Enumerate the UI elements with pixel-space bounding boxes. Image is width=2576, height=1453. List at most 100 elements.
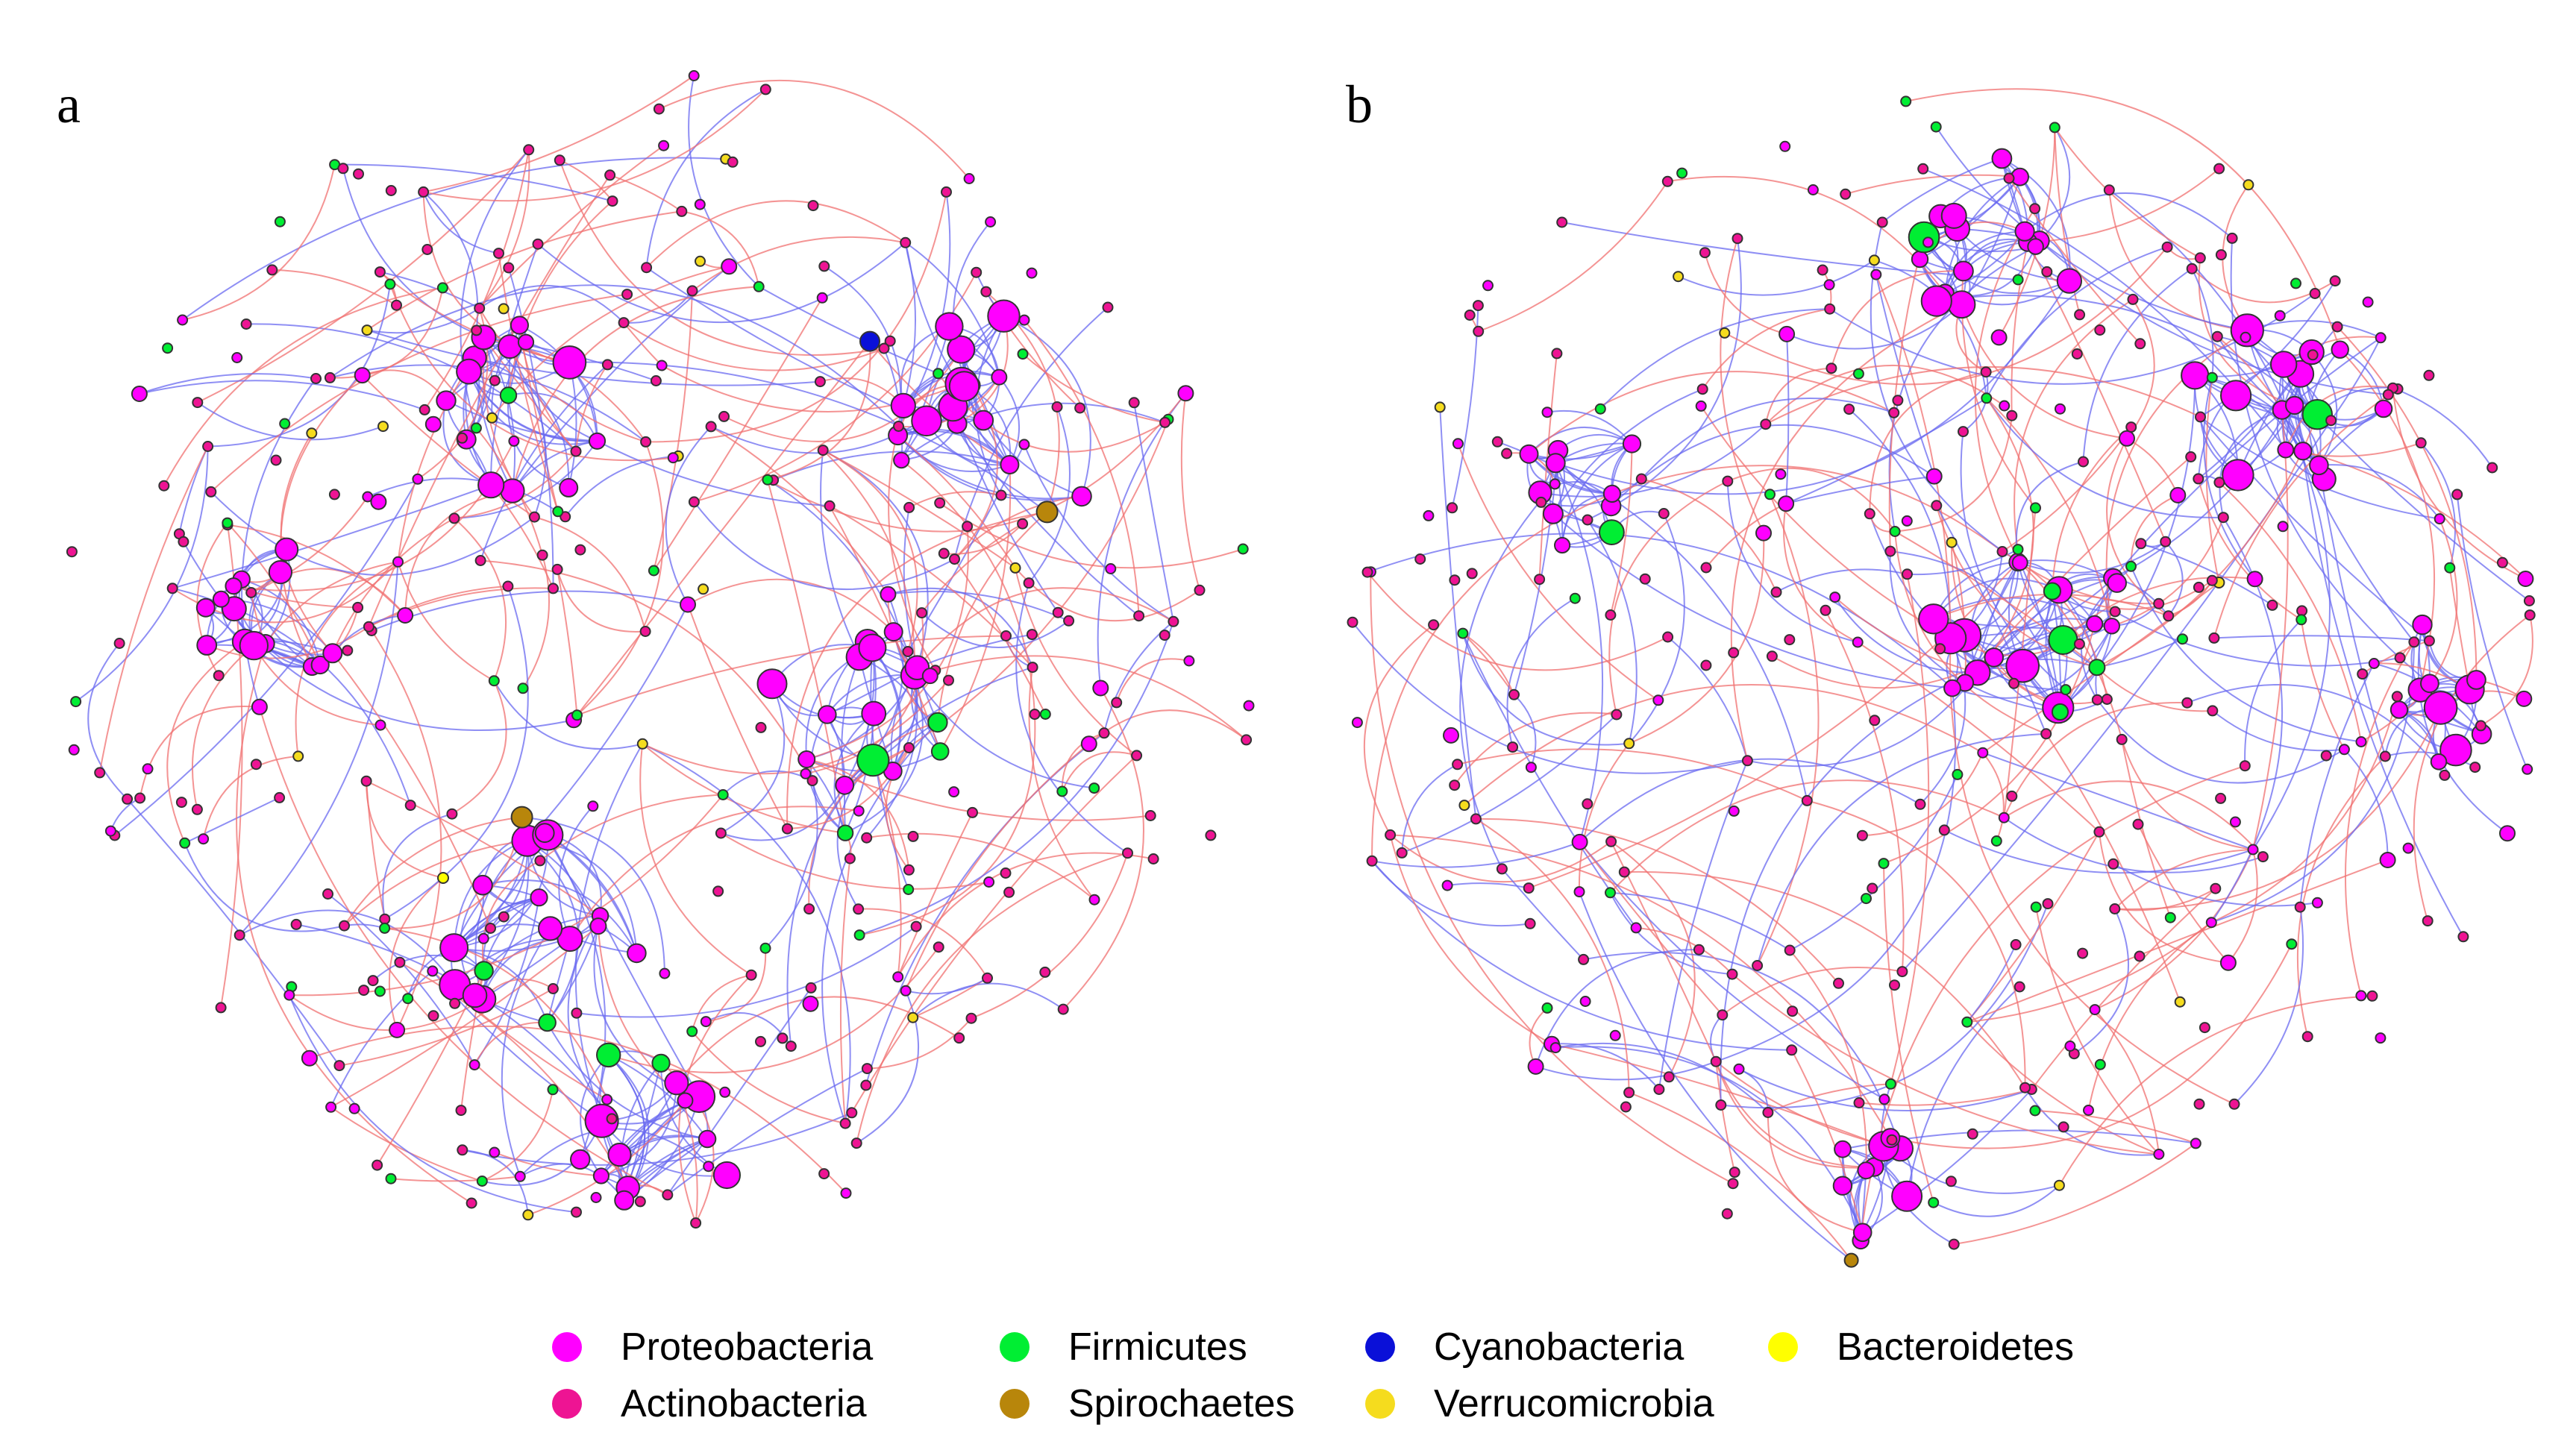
network-node xyxy=(418,186,430,198)
network-node xyxy=(2160,536,2172,547)
network-edge xyxy=(251,496,369,594)
network-node xyxy=(231,352,243,363)
network-node xyxy=(588,432,607,450)
network-node xyxy=(941,186,952,198)
network-edge xyxy=(2126,298,2155,439)
network-node xyxy=(1622,434,1642,454)
network-edge xyxy=(1561,492,1612,546)
network-node xyxy=(2240,331,2251,343)
network-node xyxy=(1889,979,1900,991)
network-edge xyxy=(1578,743,1630,892)
network-node xyxy=(2394,652,2406,664)
network-node xyxy=(1948,1238,1960,1250)
network-node xyxy=(1762,1107,1774,1118)
network-edge xyxy=(288,994,577,1214)
network-edge xyxy=(844,675,924,834)
network-edge xyxy=(98,446,209,773)
network-edge xyxy=(1977,398,2034,674)
network-node xyxy=(745,969,757,981)
network-edge xyxy=(2003,817,2263,873)
network-node xyxy=(1823,279,1835,291)
network-node xyxy=(2169,486,2187,503)
network-node xyxy=(2208,632,2220,644)
network-node xyxy=(1605,609,1617,621)
network-edge xyxy=(2228,849,2258,964)
network-node xyxy=(1605,887,1616,899)
network-node xyxy=(715,827,727,839)
network-node xyxy=(1779,140,1791,152)
network-edge xyxy=(724,349,962,442)
network-node xyxy=(530,888,548,907)
network-edge xyxy=(210,293,627,493)
network-edge xyxy=(601,1120,727,1177)
network-edge xyxy=(691,974,752,1032)
network-edge xyxy=(1390,834,1891,1139)
network-edge xyxy=(2096,666,2213,712)
network-edge xyxy=(2246,320,2381,339)
network-node xyxy=(353,168,364,180)
network-edge xyxy=(366,210,682,331)
network-edge xyxy=(844,721,938,786)
network-node xyxy=(1726,968,1738,980)
network-edge xyxy=(888,426,936,671)
network-edge xyxy=(1608,480,1729,715)
network-edge xyxy=(330,287,444,379)
network-edge xyxy=(856,852,1128,1143)
network-node xyxy=(1891,1180,1923,1212)
network-edge xyxy=(1015,567,1200,622)
network-node xyxy=(1764,489,1776,500)
network-node xyxy=(457,432,468,444)
network-node xyxy=(2119,430,2135,447)
network-edge xyxy=(953,307,1109,559)
network-node xyxy=(489,1146,501,1158)
network-node xyxy=(2457,931,2469,943)
network-edge xyxy=(909,491,1002,509)
network-node xyxy=(1998,812,2010,823)
network-edge xyxy=(451,680,507,815)
network-edge xyxy=(935,655,1247,741)
network-node xyxy=(662,1189,674,1201)
legend-swatch xyxy=(1365,1332,1395,1362)
legend-label: Verrucomicrobia xyxy=(1434,1382,1714,1425)
network-node xyxy=(2193,473,2204,485)
network-node xyxy=(1635,473,1647,485)
network-node xyxy=(2008,677,2019,689)
network-edge xyxy=(207,283,391,448)
network-edge xyxy=(559,159,613,202)
network-edge xyxy=(2082,268,2193,462)
network-node xyxy=(234,929,245,941)
network-node xyxy=(503,262,515,274)
network-edge xyxy=(483,897,539,971)
network-node xyxy=(2103,618,2121,635)
network-edge xyxy=(182,164,336,321)
network-node xyxy=(1470,813,1482,825)
network-node xyxy=(251,698,268,715)
network-edge xyxy=(330,1106,483,1182)
network-edge xyxy=(2210,641,2415,923)
network-edge xyxy=(559,160,885,356)
network-node xyxy=(1834,1140,1852,1158)
network-node xyxy=(1571,833,1588,850)
network-node xyxy=(547,1084,559,1096)
network-node xyxy=(1676,167,1688,179)
network-edge xyxy=(1611,465,2003,553)
network-node xyxy=(538,916,563,941)
network-edge xyxy=(1667,636,1749,762)
network-edge xyxy=(1727,467,1896,533)
network-node xyxy=(1144,810,1156,821)
network-edge xyxy=(844,755,1138,1124)
network-edge xyxy=(1367,533,1953,689)
network-edge xyxy=(822,449,929,676)
network-edge xyxy=(1462,633,1515,695)
network-edge xyxy=(462,1149,529,1215)
network-edge xyxy=(806,759,847,833)
network-edge xyxy=(786,666,1033,1046)
network-edge xyxy=(576,442,664,716)
network-edge xyxy=(1529,443,1632,460)
network-edge xyxy=(384,586,529,920)
network-node xyxy=(2434,513,2445,525)
network-node xyxy=(354,367,371,384)
legend-item-cyanobacteria: Cyanobacteria xyxy=(1365,1319,1684,1375)
network-node xyxy=(1938,824,1950,836)
